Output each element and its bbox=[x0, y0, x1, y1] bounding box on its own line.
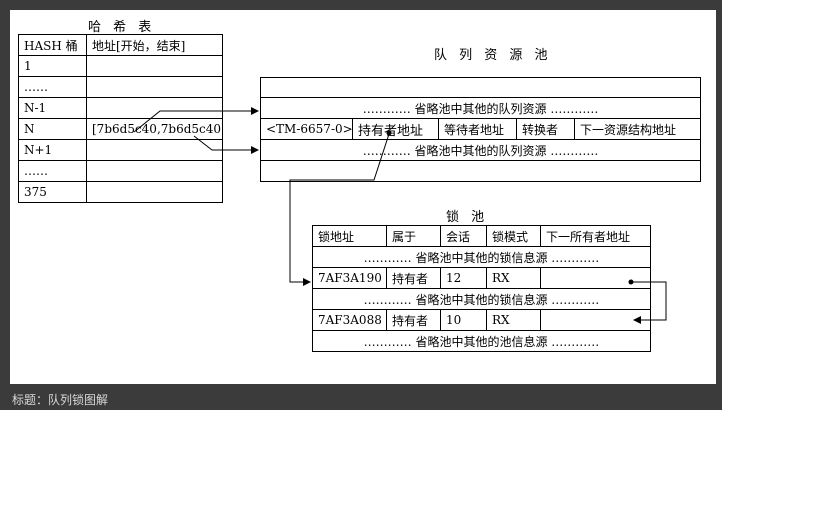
table-row: N [7b6d5c40,7b6d5c40] bbox=[18, 118, 223, 140]
hash-bucket-cell: …… bbox=[18, 160, 87, 182]
resource-name-cell: <TM-6657-0> bbox=[260, 118, 353, 140]
table-row: …… bbox=[18, 76, 223, 98]
queue-pool-omitted-top: ………… 省略池中其他的队列资源 ………… bbox=[259, 97, 702, 119]
screenshot-frame: 哈 希 表 HASH 桶 地址[开始，结束] 1 …… N-1 N [7b6d5… bbox=[0, 0, 722, 410]
lock-row-1: 7AF3A190 持有者 12 RX bbox=[312, 267, 651, 289]
lock-pool-omitted-2: ………… 省略池中其他的锁信息源 ………… bbox=[312, 288, 651, 310]
table-row: …… bbox=[18, 160, 223, 182]
hash-address-cell bbox=[86, 76, 223, 98]
lock-belongs-cell: 持有者 bbox=[386, 267, 441, 289]
hash-bucket-cell: 375 bbox=[18, 181, 87, 203]
lock-belongs-cell: 持有者 bbox=[386, 309, 441, 331]
table-row: 1 bbox=[18, 55, 223, 77]
queue-pool-blank-row bbox=[259, 160, 702, 182]
lock-mode-cell: RX bbox=[486, 309, 541, 331]
table-row: 375 bbox=[18, 181, 223, 203]
hash-address-cell bbox=[86, 55, 223, 77]
lock-session-cell: 10 bbox=[440, 309, 487, 331]
diagram-canvas: 哈 希 表 HASH 桶 地址[开始，结束] 1 …… N-1 N [7b6d5… bbox=[10, 10, 716, 384]
queue-resource-row: <TM-6657-0> 持有者地址 等待者地址 转换者 下一资源结构地址 bbox=[260, 118, 702, 140]
hash-bucket-cell: …… bbox=[18, 76, 87, 98]
lock-pool: 锁地址 属于 会话 锁模式 下一所有者地址 ………… 省略池中其他的锁信息源 …… bbox=[312, 225, 651, 352]
lock-address-cell: 7AF3A190 bbox=[312, 267, 387, 289]
lock-pool-title: 锁 池 bbox=[446, 210, 489, 225]
queue-pool-omitted-bottom: ………… 省略池中其他的队列资源 ………… bbox=[259, 139, 702, 161]
hash-address-cell bbox=[86, 181, 223, 203]
hash-bucket-cell: 1 bbox=[18, 55, 87, 77]
waiter-address-cell: 等待者地址 bbox=[438, 118, 517, 140]
table-row: N-1 bbox=[18, 97, 223, 119]
hash-bucket-cell: N-1 bbox=[18, 97, 87, 119]
hash-bucket-cell: N+1 bbox=[18, 139, 87, 161]
lock-mode-cell: RX bbox=[486, 267, 541, 289]
hash-address-cell bbox=[86, 139, 223, 161]
hash-bucket-cell: N bbox=[18, 118, 87, 140]
holder-address-cell: 持有者地址 bbox=[352, 118, 439, 140]
hash-address-cell bbox=[86, 97, 223, 119]
lock-session-cell: 12 bbox=[440, 267, 487, 289]
lock-header-mode: 锁模式 bbox=[486, 225, 541, 247]
next-resource-address-cell: 下一资源结构地址 bbox=[573, 118, 702, 140]
lock-address-cell: 7AF3A088 bbox=[312, 309, 387, 331]
lock-header-belongs: 属于 bbox=[386, 225, 441, 247]
hash-table-title: 哈 希 表 bbox=[88, 20, 156, 35]
figure-caption: 标题：队列锁图解 bbox=[12, 393, 109, 407]
lock-header-address: 锁地址 bbox=[312, 225, 387, 247]
hash-header-address: 地址[开始，结束] bbox=[86, 34, 223, 56]
queue-pool-blank-row bbox=[259, 77, 702, 98]
lock-next-owner-cell bbox=[540, 267, 651, 289]
lock-pool-omitted-3: ………… 省略池中其他的池信息源 ………… bbox=[312, 330, 651, 352]
hash-address-cell bbox=[86, 160, 223, 182]
lock-next-owner-cell bbox=[540, 309, 651, 331]
queue-resource-pool: ………… 省略池中其他的队列资源 ………… <TM-6657-0> 持有者地址 … bbox=[259, 77, 702, 182]
lock-header-session: 会话 bbox=[440, 225, 487, 247]
lock-pool-header-row: 锁地址 属于 会话 锁模式 下一所有者地址 bbox=[312, 225, 651, 247]
lock-row-2: 7AF3A088 持有者 10 RX bbox=[312, 309, 651, 331]
hash-table: HASH 桶 地址[开始，结束] 1 …… N-1 N [7b6d5c40,7b… bbox=[18, 34, 223, 203]
converter-cell: 转换者 bbox=[516, 118, 575, 140]
lock-pool-omitted-1: ………… 省略池中其他的锁信息源 ………… bbox=[312, 246, 651, 268]
queue-pool-title: 队 列 资 源 池 bbox=[434, 48, 552, 63]
hash-address-cell: [7b6d5c40,7b6d5c40] bbox=[86, 118, 223, 140]
lock-header-next-owner: 下一所有者地址 bbox=[540, 225, 651, 247]
hash-header-bucket: HASH 桶 bbox=[18, 34, 87, 56]
hash-table-header-row: HASH 桶 地址[开始，结束] bbox=[18, 34, 223, 56]
table-row: N+1 bbox=[18, 139, 223, 161]
